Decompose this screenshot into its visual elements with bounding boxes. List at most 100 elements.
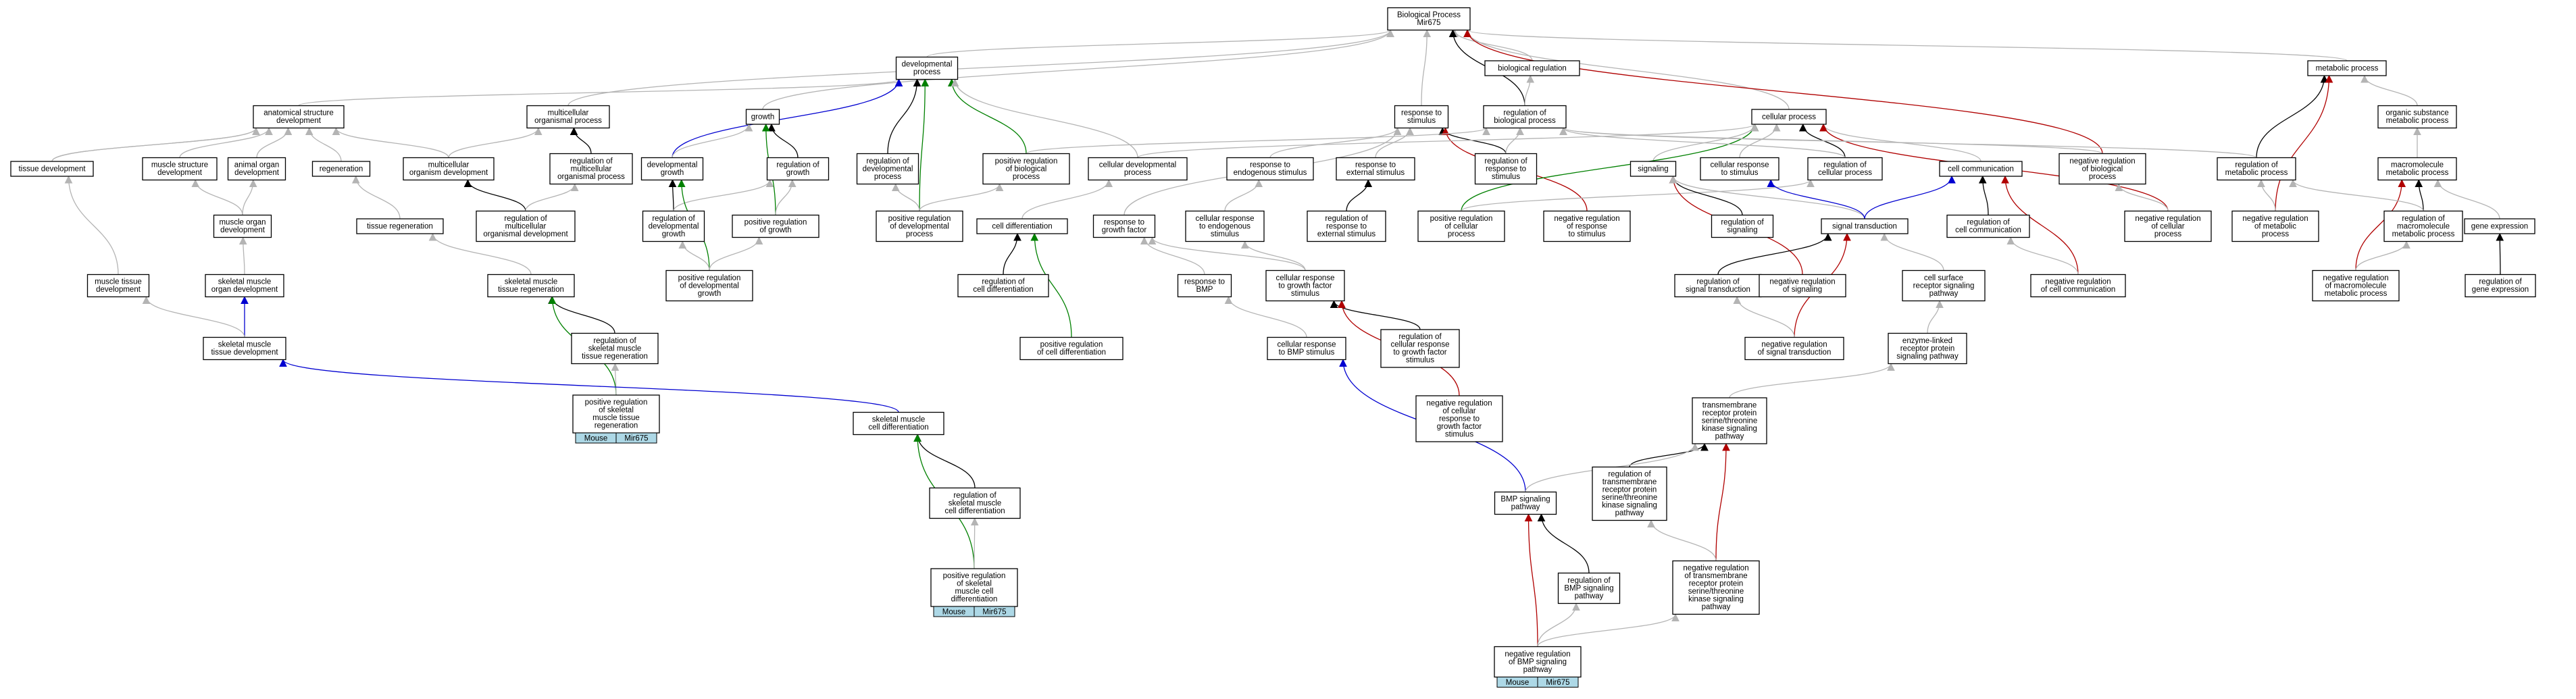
node-box xyxy=(1939,161,2023,177)
node-box xyxy=(142,157,218,181)
go-term-node-tissuedev[interactable]: tissue development xyxy=(10,161,94,177)
node-label-line: regulation of xyxy=(2235,161,2278,170)
go-term-node-celldiff[interactable]: cell differentiation xyxy=(976,218,1068,234)
node-label-line: negative regulation xyxy=(1554,215,1619,223)
go-term-node-signaling[interactable]: signaling xyxy=(1630,161,1677,177)
go-term-node-bioreg[interactable]: biological regulation xyxy=(1484,60,1580,76)
go-term-node-tissueregen[interactable]: tissue regeneration xyxy=(356,218,444,234)
edge-is-a-celldevproc-to-cellproc xyxy=(1137,123,1759,159)
edge-is-a-posregbp-to-regbp xyxy=(1026,127,1490,155)
node-label-line: receptor protein xyxy=(1689,580,1744,588)
go-term-node-cellproc[interactable]: cellular process xyxy=(1751,109,1827,125)
go-term-node-geneexp[interactable]: gene expression xyxy=(2464,218,2535,234)
go-term-node-growth[interactable]: growth xyxy=(745,109,780,125)
go-term-node-sigtrans[interactable]: signal transduction xyxy=(1821,218,1909,234)
node-label-line: pathway xyxy=(1702,603,1731,611)
node-label-line: cellular response xyxy=(1276,274,1335,282)
node-label-line: positive regulation xyxy=(1040,341,1103,349)
edge-is-a-posregskelcelldiff-to-regskelcelldiff xyxy=(970,517,979,569)
edge-is-a-skeltissueregen-to-tissueregen xyxy=(428,232,532,275)
go-term-node-cellcomm[interactable]: cell communication xyxy=(1939,161,2023,177)
go-term-node-metab[interactable]: metabolic process xyxy=(2307,60,2387,76)
go-term-node-regen[interactable]: regeneration xyxy=(311,161,371,177)
node-label-line: multicellular xyxy=(571,165,612,173)
node-label-line: gene expression xyxy=(2472,286,2529,294)
